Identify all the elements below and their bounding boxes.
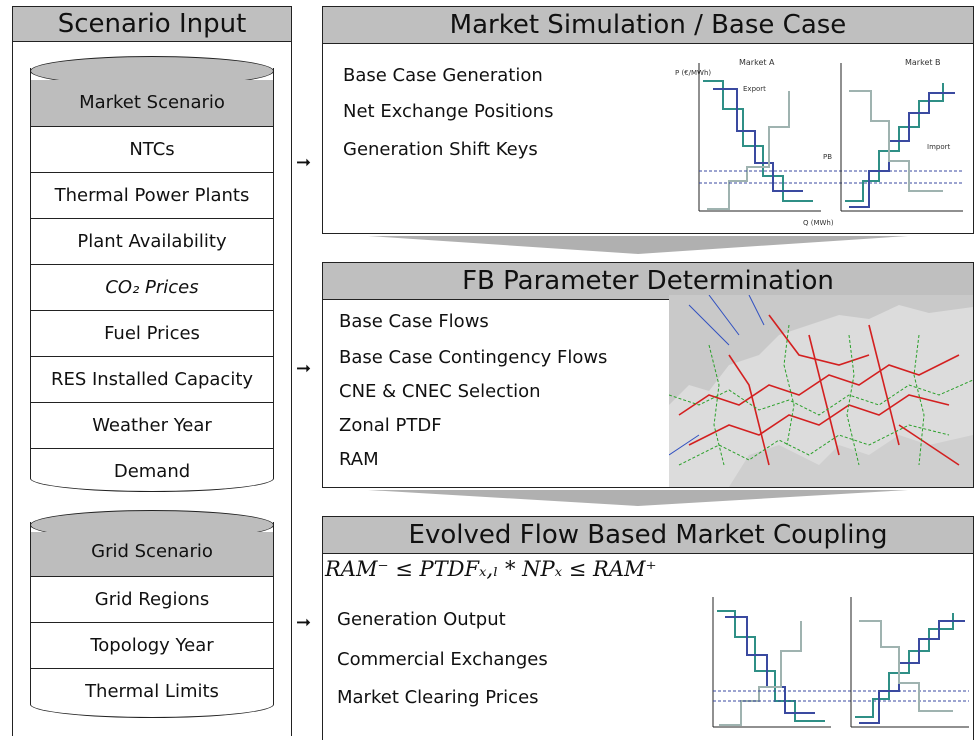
arrow-to-market-simulation-icon: ➞ [296, 152, 312, 173]
mini-chart-import-label: Import [927, 143, 950, 151]
db-row: Fuel Prices [31, 310, 273, 356]
db-row: Weather Year [31, 402, 273, 448]
db-row: Thermal Power Plants [31, 172, 273, 218]
list-item: Net Exchange Positions [343, 101, 554, 122]
list-item: CNE & CNEC Selection [339, 381, 541, 402]
supply-demand-chart-bottom [687, 591, 971, 741]
mini-chart-export-label: Export [743, 85, 766, 93]
db-row: CO₂ Prices [31, 264, 273, 310]
db-row: NTCs [31, 126, 273, 172]
grid-scenario-label: Grid Scenario [31, 532, 273, 576]
list-item: Commercial Exchanges [337, 649, 548, 670]
list-item: Zonal PTDF [339, 415, 442, 436]
list-item: Base Case Generation [343, 65, 543, 86]
fb-parameter-panel: FB Parameter Determination Base Case Flo… [322, 262, 974, 488]
db-row: Demand [31, 448, 273, 494]
mini-chart-xlabel: Q (MWh) [803, 219, 834, 227]
market-coupling-panel: Evolved Flow Based Market Coupling RAM⁻ … [322, 516, 974, 741]
flow-chevron-icon [368, 490, 908, 506]
market-simulation-title: Market Simulation / Base Case [323, 7, 973, 44]
mini-chart-pb: PB [823, 153, 832, 161]
mini-chart-ylabel: P (€/MWh) [675, 69, 711, 77]
list-item: Market Clearing Prices [337, 687, 539, 708]
supply-demand-chart-top: Market A P (€/MWh) Export Q (MWh) Market… [673, 51, 965, 231]
db-row: RES Installed Capacity [31, 356, 273, 402]
list-item: Base Case Flows [339, 311, 489, 332]
db-row: Topology Year [31, 622, 273, 668]
db-row: Grid Regions [31, 576, 273, 622]
mini-chart-right-title: Market B [905, 58, 941, 67]
flow-chevron-icon [368, 236, 908, 254]
list-item: Generation Output [337, 609, 506, 630]
list-item: Base Case Contingency Flows [339, 347, 608, 368]
db-row: Thermal Limits [31, 668, 273, 714]
scenario-input-title: Scenario Input [13, 7, 291, 42]
market-simulation-panel: Market Simulation / Base Case Base Case … [322, 6, 974, 234]
arrow-to-fb-parameter-icon: ➞ [296, 358, 312, 379]
list-item: Generation Shift Keys [343, 139, 538, 160]
list-item: RAM [339, 449, 379, 470]
db-row: Plant Availability [31, 218, 273, 264]
market-coupling-title: Evolved Flow Based Market Coupling [323, 517, 973, 554]
grid-map-image [669, 295, 973, 487]
market-scenario-label: Market Scenario [31, 80, 273, 126]
arrow-to-market-coupling-icon: ➞ [296, 612, 312, 633]
ram-formula: RAM⁻ ≤ PTDFₓ,ₗ * NPₓ ≤ RAM⁺ [325, 557, 657, 581]
mini-chart-left-title: Market A [739, 58, 775, 67]
fb-parameter-title: FB Parameter Determination [323, 263, 973, 300]
